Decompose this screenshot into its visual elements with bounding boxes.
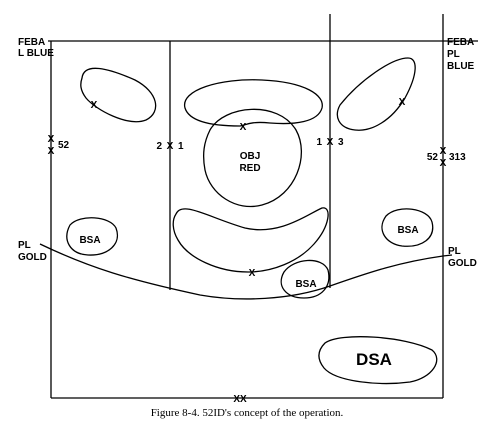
right-brigade-number-b: 3 <box>338 137 344 148</box>
pl-gold-right-label-1: PL <box>448 246 461 257</box>
objective-label-red: RED <box>239 163 260 174</box>
bsa-right-outline <box>381 208 434 247</box>
bsa-right-label: BSA <box>397 225 418 236</box>
phase-line-gold <box>39 243 453 300</box>
right-boundary-unit-number-a: 52 <box>427 152 439 163</box>
enemy-position-north-center <box>184 79 323 127</box>
left-boundary-unit-number: 52 <box>58 140 70 151</box>
left-brigade-x: X <box>167 141 174 152</box>
feba-left-label-2: L BLUE <box>18 48 54 59</box>
x-marker-northwest: X <box>91 100 98 111</box>
left-boundary-x-bottom: X <box>48 146 55 157</box>
right-boundary-unit-number-b: 313 <box>449 152 466 163</box>
x-marker-northeast: X <box>399 97 406 108</box>
feba-right-label-3: BLUE <box>447 61 475 72</box>
enemy-position-northwest <box>80 67 157 123</box>
pl-gold-right-label-2: GOLD <box>448 258 477 269</box>
rear-boundary-label: XX <box>233 394 247 405</box>
feba-right-label-1: FEBA <box>447 37 474 48</box>
objective-label-obj: OBJ <box>240 151 261 162</box>
pl-gold-left-label-2: GOLD <box>18 252 47 263</box>
enemy-position-south-center <box>172 207 329 273</box>
right-brigade-x: X <box>327 137 334 148</box>
feba-right-label-2: PL <box>447 49 460 60</box>
feba-left-label-1: FEBA <box>18 37 45 48</box>
bsa-bottom-label: BSA <box>295 279 316 290</box>
enemy-position-northeast <box>336 57 416 131</box>
dsa-outline <box>318 336 438 385</box>
objective-red-outline <box>203 108 303 208</box>
figure-caption: Figure 8-4. 52ID's concept of the operat… <box>151 407 344 419</box>
dsa-label: DSA <box>356 350 392 369</box>
right-boundary-x-bottom: X <box>440 158 447 169</box>
bsa-left-outline <box>66 217 118 256</box>
right-boundary-x-top: X <box>440 146 447 157</box>
bsa-bottom-outline <box>280 259 330 299</box>
bsa-left-label: BSA <box>79 235 100 246</box>
left-boundary-x-top: X <box>48 134 55 145</box>
right-brigade-number-a: 1 <box>316 137 322 148</box>
left-brigade-number-a: 2 <box>156 141 162 152</box>
left-brigade-number-b: 1 <box>178 141 184 152</box>
pl-gold-left-label-1: PL <box>18 240 31 251</box>
x-marker-south-center: X <box>249 268 256 279</box>
x-marker-north-center: X <box>240 122 247 133</box>
